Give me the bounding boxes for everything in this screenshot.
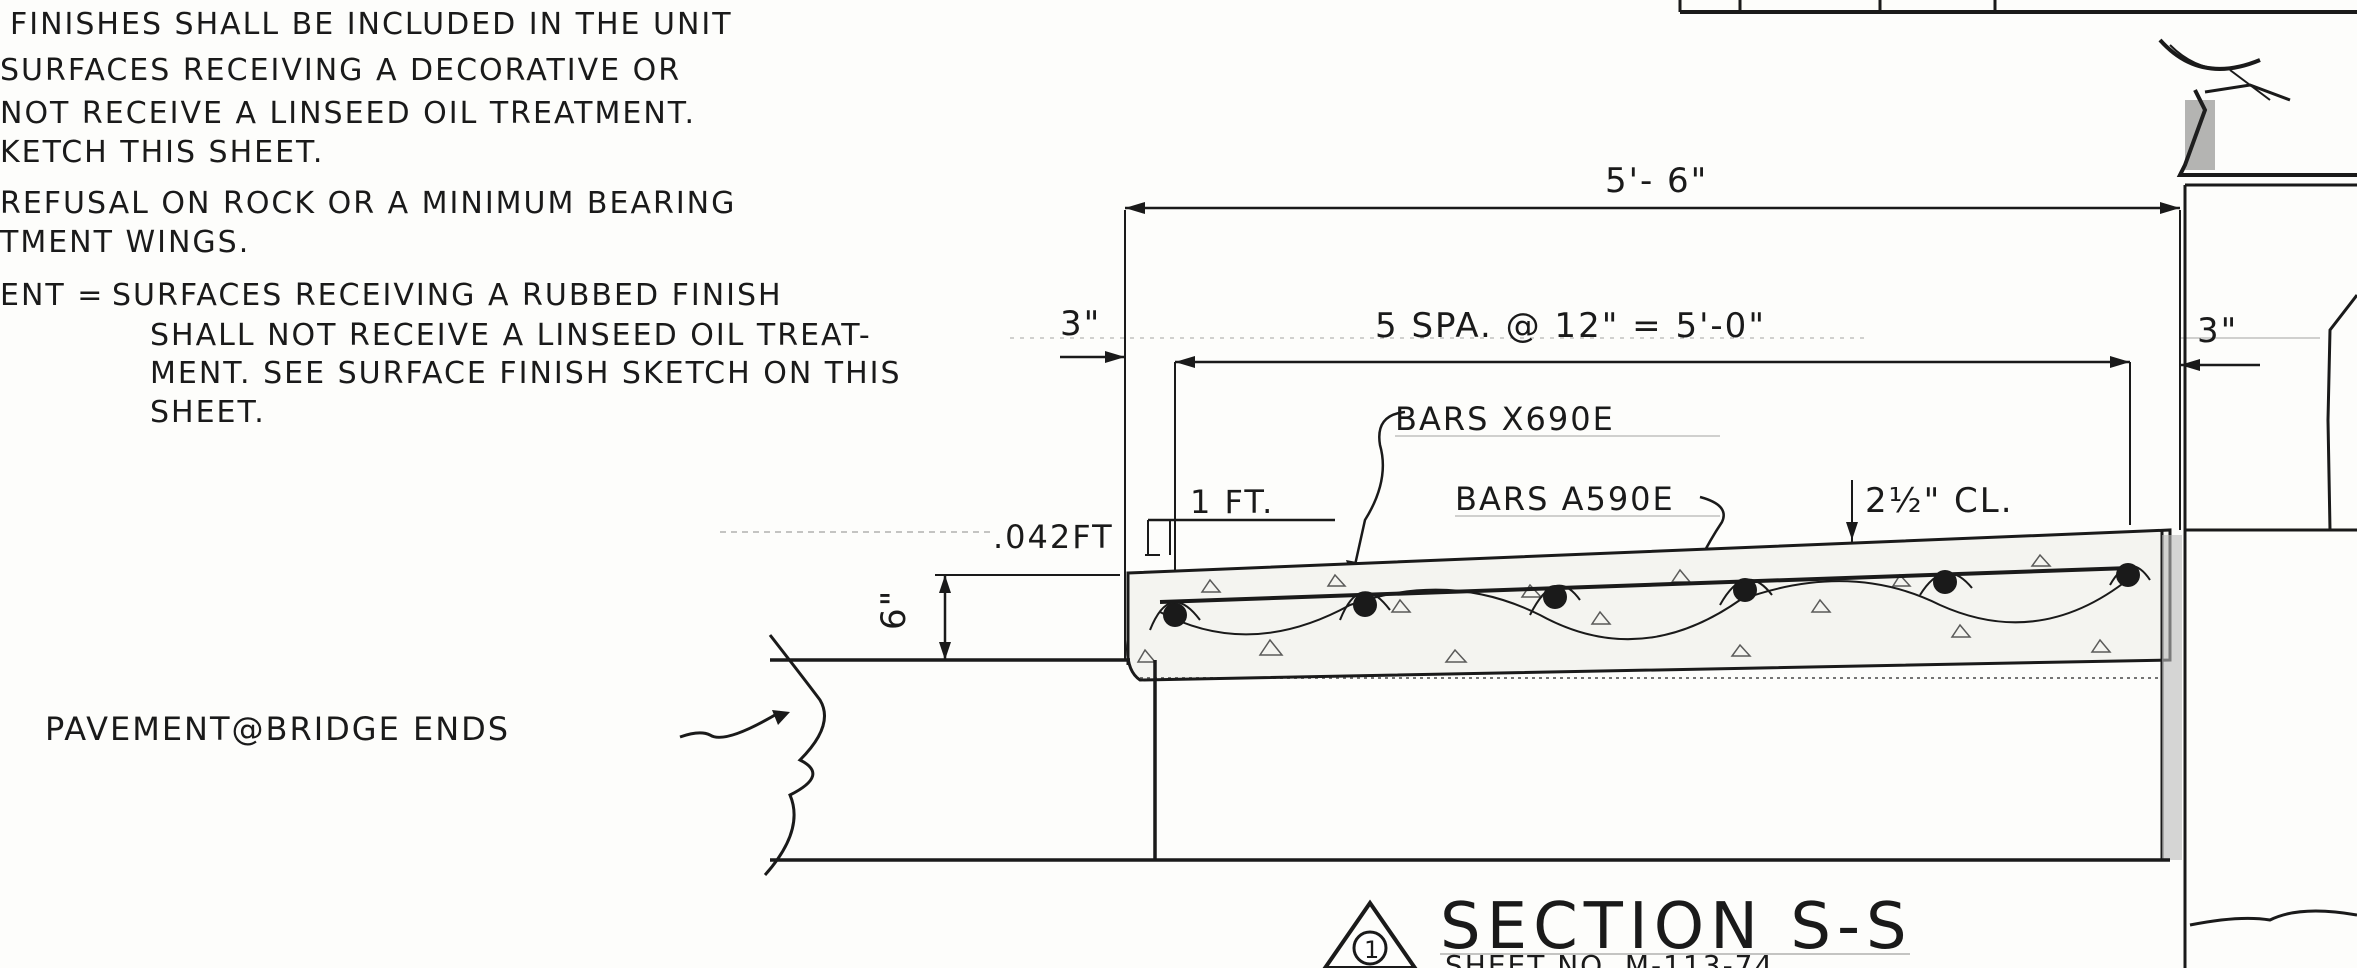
table-fragment	[1678, 0, 2357, 14]
section-title: 1 SECTION S-S SHEET NO. M-113-74	[1322, 890, 1913, 968]
note-body-4: SHEET.	[150, 395, 266, 430]
note-body-2: SHALL NOT RECEIVE A LINSEED OIL TREAT-	[150, 318, 872, 353]
pavement-label: PAVEMENT@BRIDGE ENDS	[45, 710, 510, 748]
edge-dimensions: 3" 3"	[1010, 304, 2320, 371]
note-line-1: FINISHES SHALL BE INCLUDED IN THE UNIT	[10, 7, 733, 42]
overall-dim-text: 5'- 6"	[1605, 161, 1708, 201]
one-ft-label: 1 FT.	[1190, 483, 1274, 521]
note-line-4: KETCH THIS SHEET.	[0, 135, 324, 170]
bars-bottom-label: BARS A590E	[1455, 480, 1675, 518]
offset-label: .042FT	[993, 518, 1114, 556]
pavement: PAVEMENT@BRIDGE ENDS	[45, 634, 2170, 876]
spacing-dim-text: 5 SPA. @ 12" = 5'-0"	[1375, 306, 1766, 346]
note-line-2: SURFACES RECEIVING A DECORATIVE OR	[0, 53, 681, 88]
cover-dim-text: 2½" CL.	[1865, 481, 2014, 521]
offset-dims: 1 FT. .042FT	[720, 483, 1335, 556]
section-marker-number: 1	[1364, 936, 1381, 964]
note-body-3: MENT. SEE SURFACE FINISH SKETCH ON THIS	[150, 356, 902, 391]
spacing-dimension: 5 SPA. @ 12" = 5'-0"	[1174, 306, 2131, 595]
sheet-number-text: SHEET NO. M-113-74	[1445, 949, 1774, 968]
railing-post	[2158, 38, 2357, 968]
bars-top-label: BARS X690E	[1395, 400, 1615, 438]
approach-slab	[1126, 528, 2182, 860]
general-notes: FINISHES SHALL BE INCLUDED IN THE UNIT S…	[0, 7, 902, 430]
note-line-3: NOT RECEIVE A LINSEED OIL TREATMENT.	[0, 96, 696, 131]
depth-dimension: 6"	[874, 574, 1120, 660]
overall-dimension: 5'- 6"	[1124, 161, 2181, 660]
note-line-6: TMENT WINGS.	[0, 225, 250, 260]
note-line-5: REFUSAL ON ROCK OR A MINIMUM BEARING	[0, 186, 736, 221]
note-prefix: ENT =	[0, 278, 104, 313]
right-edge-dim: 3"	[2197, 311, 2238, 351]
section-title-text: SECTION S-S	[1440, 890, 1913, 964]
reinforcing-bars	[1149, 563, 2151, 641]
note-body-1: SURFACES RECEIVING A RUBBED FINISH	[112, 278, 783, 313]
depth-dim-text: 6"	[874, 589, 914, 630]
left-edge-dim: 3"	[1060, 304, 1101, 344]
